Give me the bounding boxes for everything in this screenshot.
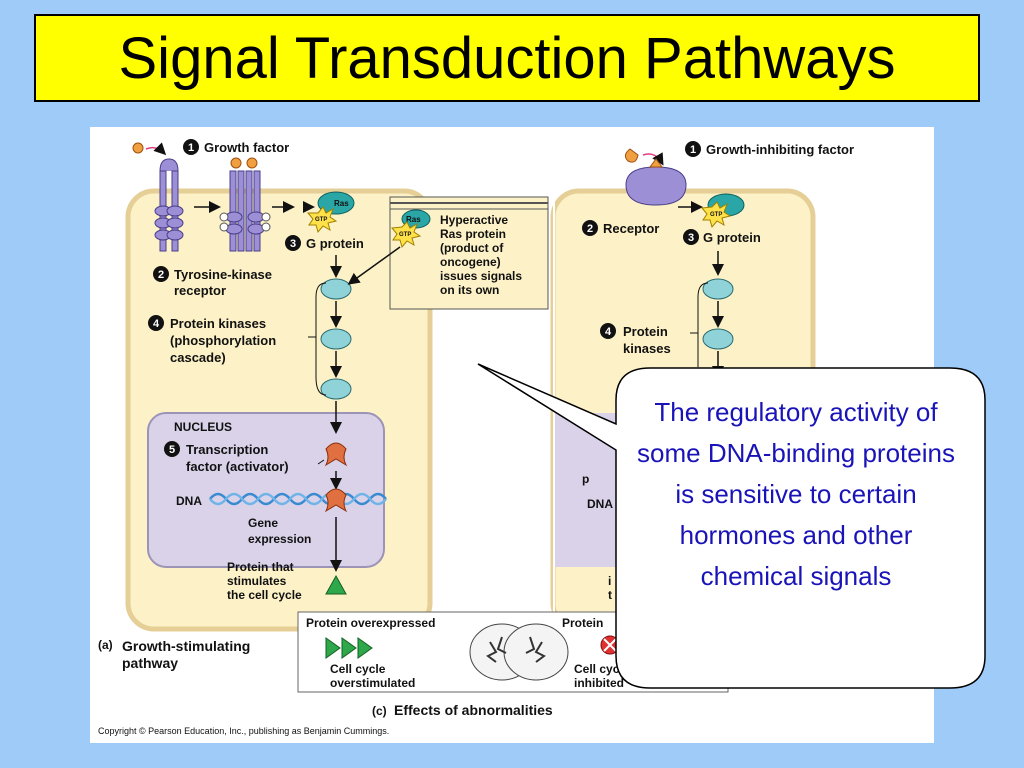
bound-activator-icon: [324, 488, 348, 513]
right-step-2-badge: [582, 220, 598, 236]
step-2-number: 2: [158, 269, 164, 281]
step-3-number: 3: [290, 238, 296, 250]
right-g-protein-label: G protein: [703, 230, 761, 245]
tf-label-line2: factor (activator): [186, 459, 289, 474]
hyperactive-line6: on its own: [440, 283, 499, 297]
ras-protein-icon: Ras GTP: [306, 191, 355, 234]
slide-title-box: Signal Transduction Pathways: [34, 14, 980, 102]
step-2-badge: [153, 266, 169, 282]
right-step-3-badge: [683, 229, 699, 245]
protein-kinase-1: [320, 278, 352, 300]
dna-strand-1: [209, 492, 387, 506]
caption-c-label: (c): [372, 704, 387, 718]
activator-icon: [324, 442, 348, 467]
step-4-badge: [148, 315, 164, 331]
callout-text: The regulatory activity of some DNA-bind…: [637, 397, 955, 591]
inhibiting-factor-ligand-icon: [624, 148, 639, 163]
right-step-1-number: 1: [690, 144, 696, 156]
svg-text:GTP: GTP: [710, 212, 722, 218]
growth-factor-ligand-icon: [132, 142, 144, 154]
step-5-badge: [164, 441, 180, 457]
step-1-number: 1: [188, 142, 194, 154]
overexpressed-label: Protein overexpressed: [306, 616, 435, 630]
protein-label-line3: the cell cycle: [227, 588, 302, 602]
right-kinase-1: [702, 278, 734, 300]
right-step-1-badge: [685, 141, 701, 157]
receptor-label-line1: Tyrosine-kinase: [174, 267, 272, 282]
nucleus: [147, 412, 385, 568]
right-kinase-2: [702, 328, 734, 350]
right-kinases-line1: Protein: [623, 324, 668, 339]
right-partial-dna: DNA: [587, 497, 613, 511]
right-kinases-line2: kinases: [623, 341, 671, 356]
protein-label-line2: stimulates: [227, 574, 287, 588]
overstimulated-arrows-icon: [325, 637, 373, 659]
step-4-number: 4: [153, 318, 160, 330]
right-step-3-number: 3: [688, 232, 694, 244]
effects-caption: Effects of abnormalities: [394, 702, 553, 718]
right-g-protein-icon: GTP: [701, 193, 745, 229]
nucleus-label: NUCLEUS: [174, 420, 232, 434]
caption-a-label: (a): [98, 638, 113, 652]
slide-title: Signal Transduction Pathways: [118, 25, 896, 91]
copyright-text: Copyright © Pearson Education, Inc., pub…: [98, 726, 389, 736]
step-1-badge: [183, 139, 199, 155]
kinases-label-line1: Protein kinases: [170, 316, 266, 331]
right-partial-i: i: [608, 574, 611, 588]
overstimulated-line2: overstimulated: [330, 676, 415, 690]
hyperactive-line2: Ras protein: [440, 227, 506, 241]
right-receptor-label: Receptor: [603, 221, 659, 236]
step-5-number: 5: [169, 444, 175, 456]
kinases-label-line2: (phosphorylation: [170, 333, 276, 348]
right-partial-p: p: [582, 472, 589, 486]
step-3-badge: [285, 235, 301, 251]
svg-text:GTP: GTP: [315, 217, 327, 223]
hyperactive-ras-icon: Ras GTP: [391, 209, 431, 249]
protein-kinase-3: [320, 378, 352, 400]
kinases-label-line3: cascade): [170, 350, 226, 365]
hyperactive-line1: Hyperactive: [440, 213, 508, 227]
cell-cycle-protein-icon: [325, 574, 347, 595]
inhibiting-factor-label: Growth-inhibiting factor: [706, 142, 854, 157]
svg-text:Ras: Ras: [406, 215, 421, 224]
protein-label-line1: Protein that: [227, 560, 294, 574]
hyperactive-line4: oncogene): [440, 255, 501, 269]
dna-label: DNA: [176, 494, 202, 508]
caption-a-line1: Growth-stimulating: [122, 638, 250, 654]
right-step-4-badge: [600, 323, 616, 339]
protein-partial-label: Protein: [562, 616, 603, 630]
growth-factor-label: Growth factor: [204, 140, 289, 155]
caption-a-line2: pathway: [122, 655, 178, 671]
protein-kinase-2: [320, 328, 352, 350]
inhibitory-receptor-icon: [625, 166, 687, 206]
dividing-cell-icon: [469, 623, 569, 681]
right-step-4-number: 4: [605, 326, 612, 338]
right-step-2-number: 2: [587, 223, 593, 235]
gene-expression-line1: Gene: [248, 516, 278, 530]
receptor-active-dimer-icon: [219, 157, 271, 252]
hyperactive-line3: (product of: [440, 241, 504, 255]
right-partial-t: t: [608, 588, 612, 602]
svg-text:Ras: Ras: [334, 199, 349, 208]
inhibited-line1: Cell cyc: [574, 662, 620, 676]
tf-label-line1: Transcription: [186, 442, 268, 457]
overstimulated-line1: Cell cycle: [330, 662, 386, 676]
inhibited-line2: inhibited: [574, 676, 624, 690]
gene-expression-line2: expression: [248, 532, 311, 546]
dna-strand-2: [209, 492, 387, 506]
receptor-inactive-icon: [154, 158, 184, 252]
g-protein-label: G protein: [306, 236, 364, 251]
svg-text:GTP: GTP: [399, 232, 411, 238]
receptor-label-line2: receptor: [174, 283, 226, 298]
hyperactive-line5: issues signals: [440, 269, 522, 283]
